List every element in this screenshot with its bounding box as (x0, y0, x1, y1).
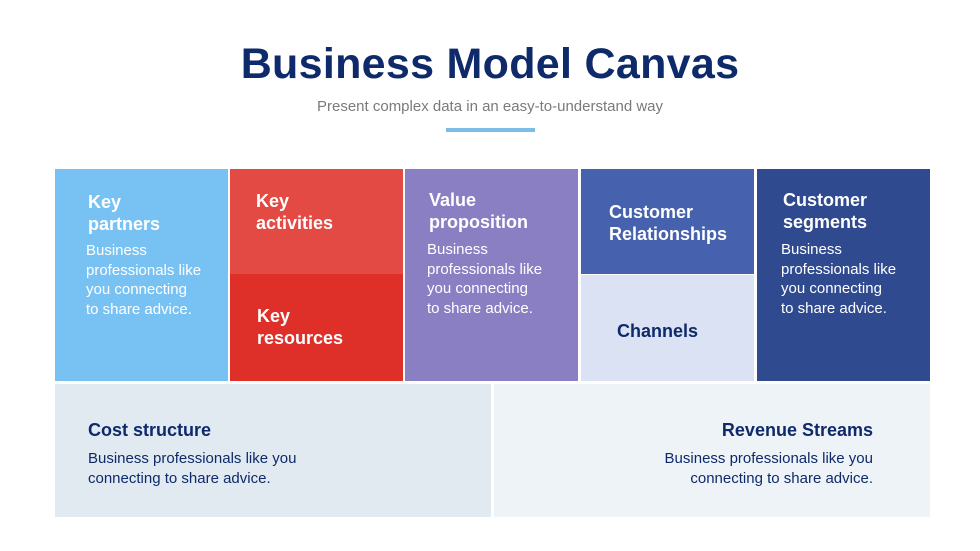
customer-segments-title: Customer segments (783, 190, 868, 232)
customer-relationships-block: Customer Relationships (581, 169, 754, 274)
page-subtitle: Present complex data in an easy-to-under… (316, 98, 664, 115)
customer-segments-block: Customer segments Business professionals… (757, 169, 930, 381)
revenue-streams-description: Business professionals like you connecti… (664, 450, 873, 487)
cost-structure-description: Business professionals like you connecti… (88, 450, 297, 487)
revenue-streams-block: Revenue Streams Business professionals l… (494, 384, 930, 517)
key-resources-block: Key resources (230, 274, 403, 381)
key-activities-title: Key activities (256, 191, 334, 233)
cost-structure-block: Cost structure Business professionals li… (55, 384, 491, 517)
value-proposition-block: Value proposition Business professionals… (405, 169, 578, 381)
customer-segments-description: Business professionals like you connecti… (781, 241, 897, 317)
key-partners-title: Key partners (88, 192, 161, 234)
page-title: Business Model Canvas (240, 40, 740, 88)
key-resources-title: Key resources (257, 306, 344, 348)
revenue-streams-title: Revenue Streams (721, 420, 873, 440)
value-proposition-description: Business professionals like you connecti… (427, 241, 543, 317)
channels-block: Channels (581, 275, 754, 381)
channels-title: Channels (617, 321, 699, 341)
cost-structure-title: Cost structure (88, 420, 212, 440)
title-underline-divider (446, 128, 535, 132)
key-activities-block: Key activities (230, 169, 403, 274)
key-partners-description: Business professionals like you connecti… (86, 242, 202, 318)
customer-relationships-title: Customer Relationships (609, 202, 728, 244)
key-partners-block: Key partners Business professionals like… (55, 169, 228, 381)
value-proposition-title: Value proposition (429, 190, 528, 232)
